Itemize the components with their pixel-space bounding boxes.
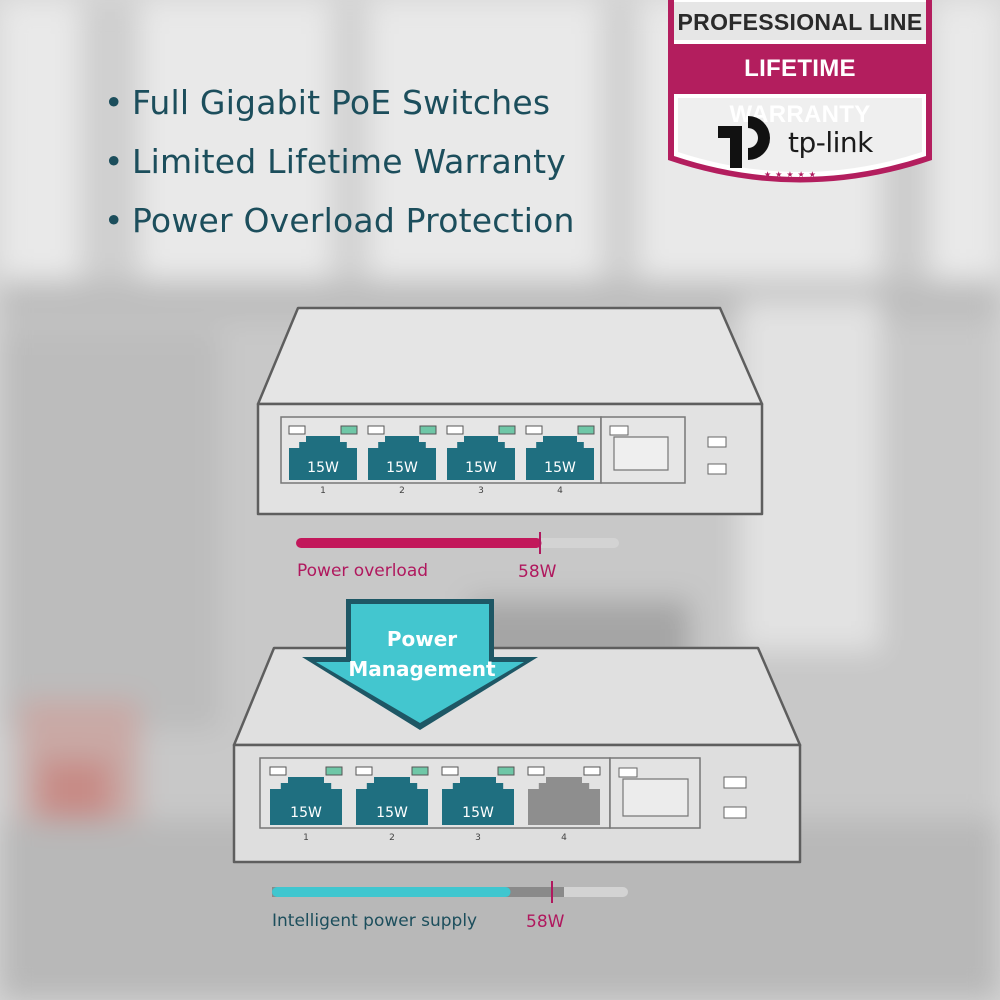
- link-led-icon: [288, 425, 306, 435]
- poe-port-4: 15W 4: [525, 425, 595, 496]
- poe-port-2: 15W 2: [355, 766, 429, 843]
- port-number: 1: [303, 833, 309, 843]
- switch-bottom: 15W 1 15W 2 15W 3 4: [232, 646, 802, 864]
- supply-bar: [272, 881, 628, 903]
- supply-caption: Intelligent power supply: [272, 911, 478, 931]
- overload-limit-label: 58W: [518, 562, 557, 582]
- ethernet-port-icon: [528, 777, 600, 825]
- link-led-icon: [367, 425, 385, 435]
- port-number: 3: [478, 486, 484, 496]
- poe-led-icon: [325, 766, 343, 776]
- arrow-label: Power Management: [348, 627, 496, 681]
- overload-bar-fill: [296, 538, 542, 548]
- link-led-icon: [441, 766, 459, 776]
- ethernet-port-icon: [368, 436, 436, 480]
- bullet-dot: •: [104, 201, 124, 240]
- poe-port-1: 15W 1: [288, 425, 358, 496]
- bullet-dot: •: [104, 83, 124, 122]
- link-led-icon: [446, 425, 464, 435]
- supply-limit-label: 58W: [526, 912, 565, 932]
- poe-led-icon: [498, 425, 516, 435]
- poe-led-icon: [583, 766, 601, 776]
- port-power-label: 15W: [307, 460, 339, 476]
- bullet-dot: •: [104, 142, 124, 181]
- status-led-icon: [723, 806, 747, 819]
- port-power-label: 15W: [386, 460, 418, 476]
- poe-led-icon: [340, 425, 358, 435]
- poe-led-icon: [419, 425, 437, 435]
- tp-link-logo-icon: [718, 116, 770, 168]
- port-number: 3: [475, 833, 481, 843]
- port-number: 1: [320, 486, 326, 496]
- feature-item: •Power Overload Protection: [104, 196, 575, 255]
- poe-port-3: 15W 3: [446, 425, 516, 496]
- supply-bar-fill: [272, 887, 511, 897]
- overload-bar: [296, 532, 619, 554]
- port-power-label: 15W: [544, 460, 576, 476]
- power-management-arrow: [302, 599, 538, 730]
- poe-port-3: 15W 3: [441, 766, 515, 843]
- link-led-icon: [527, 766, 545, 776]
- feature-item: •Full Gigabit PoE Switches: [104, 78, 575, 137]
- badge-brand-name: tp-link: [788, 126, 873, 159]
- status-led-icon: [707, 436, 727, 448]
- link-led-icon: [355, 766, 373, 776]
- link-led-icon: [269, 766, 287, 776]
- port-number: 2: [399, 486, 405, 496]
- warranty-badge: PROFESSIONAL LINE LIFETIME WARRANTY tp-l…: [668, 0, 932, 192]
- poe-port-1: 15W 1: [269, 766, 343, 843]
- link-led-icon: [525, 425, 543, 435]
- ethernet-port-icon: [270, 777, 342, 825]
- badge-stars: ★★★★★: [764, 170, 820, 179]
- port-power-label: 15W: [465, 460, 497, 476]
- port-number: 2: [389, 833, 395, 843]
- switch-top: 15W 1 15W 2 15W 3 15W 4: [256, 306, 764, 516]
- ethernet-port-icon: [442, 777, 514, 825]
- poe-led-icon: [411, 766, 429, 776]
- port-number: 4: [561, 833, 567, 843]
- overload-caption: Power overload: [297, 561, 429, 581]
- port-number: 4: [557, 486, 563, 496]
- status-led-icon: [707, 463, 727, 475]
- uplink-port-icon: [609, 425, 669, 471]
- badge-line-professional: PROFESSIONAL LINE: [677, 9, 923, 35]
- port-power-label: 15W: [376, 805, 408, 821]
- poe-port-2: 15W 2: [367, 425, 437, 496]
- feature-list: •Full Gigabit PoE Switches •Limited Life…: [104, 78, 575, 255]
- port-power-label: 15W: [290, 805, 322, 821]
- poe-led-icon: [497, 766, 515, 776]
- ethernet-port-icon: [526, 436, 594, 480]
- port-power-label: 15W: [462, 805, 494, 821]
- ethernet-port-icon: [289, 436, 357, 480]
- status-led-icon: [723, 776, 747, 789]
- feature-item: •Limited Lifetime Warranty: [104, 137, 575, 196]
- uplink-port-icon: [618, 767, 689, 817]
- poe-port-4: 4: [527, 766, 601, 843]
- ethernet-port-icon: [447, 436, 515, 480]
- ethernet-port-icon: [356, 777, 428, 825]
- poe-led-icon: [577, 425, 595, 435]
